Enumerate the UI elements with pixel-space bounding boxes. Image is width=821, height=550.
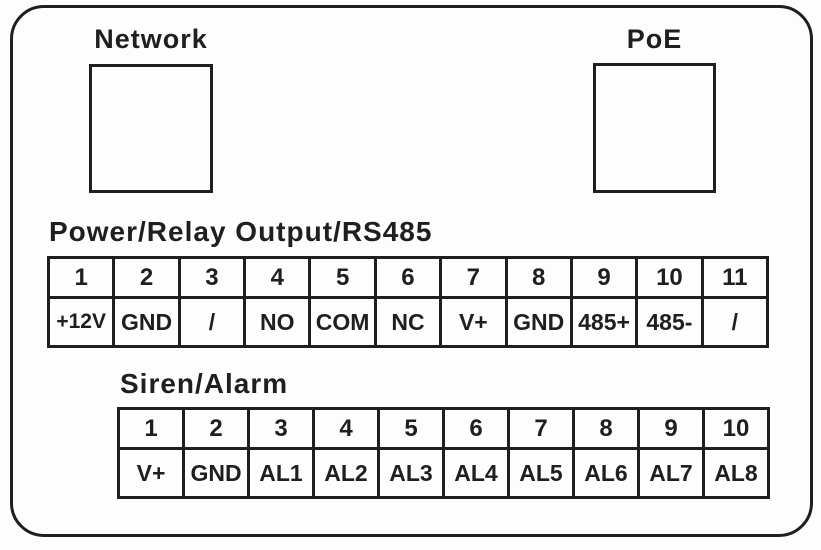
pin-label-cell: AL8 xyxy=(702,447,770,499)
pin-label-cell: AL5 xyxy=(507,447,575,499)
pin-label-cell: COM xyxy=(308,296,377,348)
pin-label-cell: AL3 xyxy=(377,447,445,499)
pin-label-cell: / xyxy=(177,296,247,348)
pin-number-cell: 4 xyxy=(243,256,312,299)
pin-number-cell: 10 xyxy=(702,407,770,450)
pin-label-cell: GND xyxy=(182,447,250,499)
pin-label-cell: AL2 xyxy=(312,447,380,499)
pin-number-cell: 3 xyxy=(177,256,247,299)
pin-number-cell: 6 xyxy=(442,407,510,450)
pin-number-cell: 7 xyxy=(439,256,508,299)
device-panel-outline xyxy=(10,5,813,537)
pin-number-cell: 11 xyxy=(700,256,770,299)
pin-number-cell: 6 xyxy=(373,256,443,299)
power-pin-number-row: 1 2 3 4 5 6 7 8 9 10 11 xyxy=(46,256,770,299)
pin-label-cell: NO xyxy=(243,296,312,348)
poe-port-box xyxy=(593,63,716,193)
pin-number-cell: 10 xyxy=(635,256,704,299)
pin-label-cell: / xyxy=(700,296,770,348)
pin-label-cell: GND xyxy=(112,296,181,348)
pin-number-cell: 7 xyxy=(507,407,575,450)
network-port-box xyxy=(89,64,213,193)
pin-label-cell: AL6 xyxy=(572,447,640,499)
pin-number-cell: 8 xyxy=(504,256,573,299)
power-relay-rs485-terminal-table: 1 2 3 4 5 6 7 8 9 10 11 +12V GND / NO CO… xyxy=(46,256,770,348)
pin-label-cell: NC xyxy=(373,296,443,348)
power-pin-label-row: +12V GND / NO COM NC V+ GND 485+ 485- / xyxy=(46,296,770,348)
pin-label-cell: AL1 xyxy=(247,447,315,499)
siren-alarm-title: Siren/Alarm xyxy=(120,368,289,399)
siren-pin-number-row: 1 2 3 4 5 6 7 8 9 10 xyxy=(117,407,770,450)
power-relay-rs485-title: Power/Relay Output/RS485 xyxy=(49,216,433,247)
pin-label-cell: 485- xyxy=(635,296,704,348)
pin-number-cell: 2 xyxy=(182,407,250,450)
pin-label-cell: AL4 xyxy=(442,447,510,499)
pin-number-cell: 1 xyxy=(46,256,116,299)
pin-label-cell: V+ xyxy=(117,447,185,499)
pin-label-cell: GND xyxy=(504,296,573,348)
siren-alarm-terminal-table: 1 2 3 4 5 6 7 8 9 10 V+ GND AL1 AL2 AL3 … xyxy=(117,407,770,499)
network-port-label: Network xyxy=(94,24,208,54)
pin-number-cell: 5 xyxy=(308,256,377,299)
pin-number-cell: 5 xyxy=(377,407,445,450)
pin-number-cell: 2 xyxy=(112,256,181,299)
pin-number-cell: 3 xyxy=(247,407,315,450)
pin-label-cell: AL7 xyxy=(637,447,705,499)
pin-number-cell: 4 xyxy=(312,407,380,450)
pin-number-cell: 8 xyxy=(572,407,640,450)
pin-number-cell: 9 xyxy=(637,407,705,450)
pin-label-cell: V+ xyxy=(439,296,508,348)
poe-port-label: PoE xyxy=(626,24,683,54)
siren-pin-label-row: V+ GND AL1 AL2 AL3 AL4 AL5 AL6 AL7 AL8 xyxy=(117,447,770,499)
pin-number-cell: 1 xyxy=(117,407,185,450)
pin-number-cell: 9 xyxy=(569,256,639,299)
pin-label-cell: +12V xyxy=(46,296,116,348)
pin-label-cell: 485+ xyxy=(569,296,639,348)
